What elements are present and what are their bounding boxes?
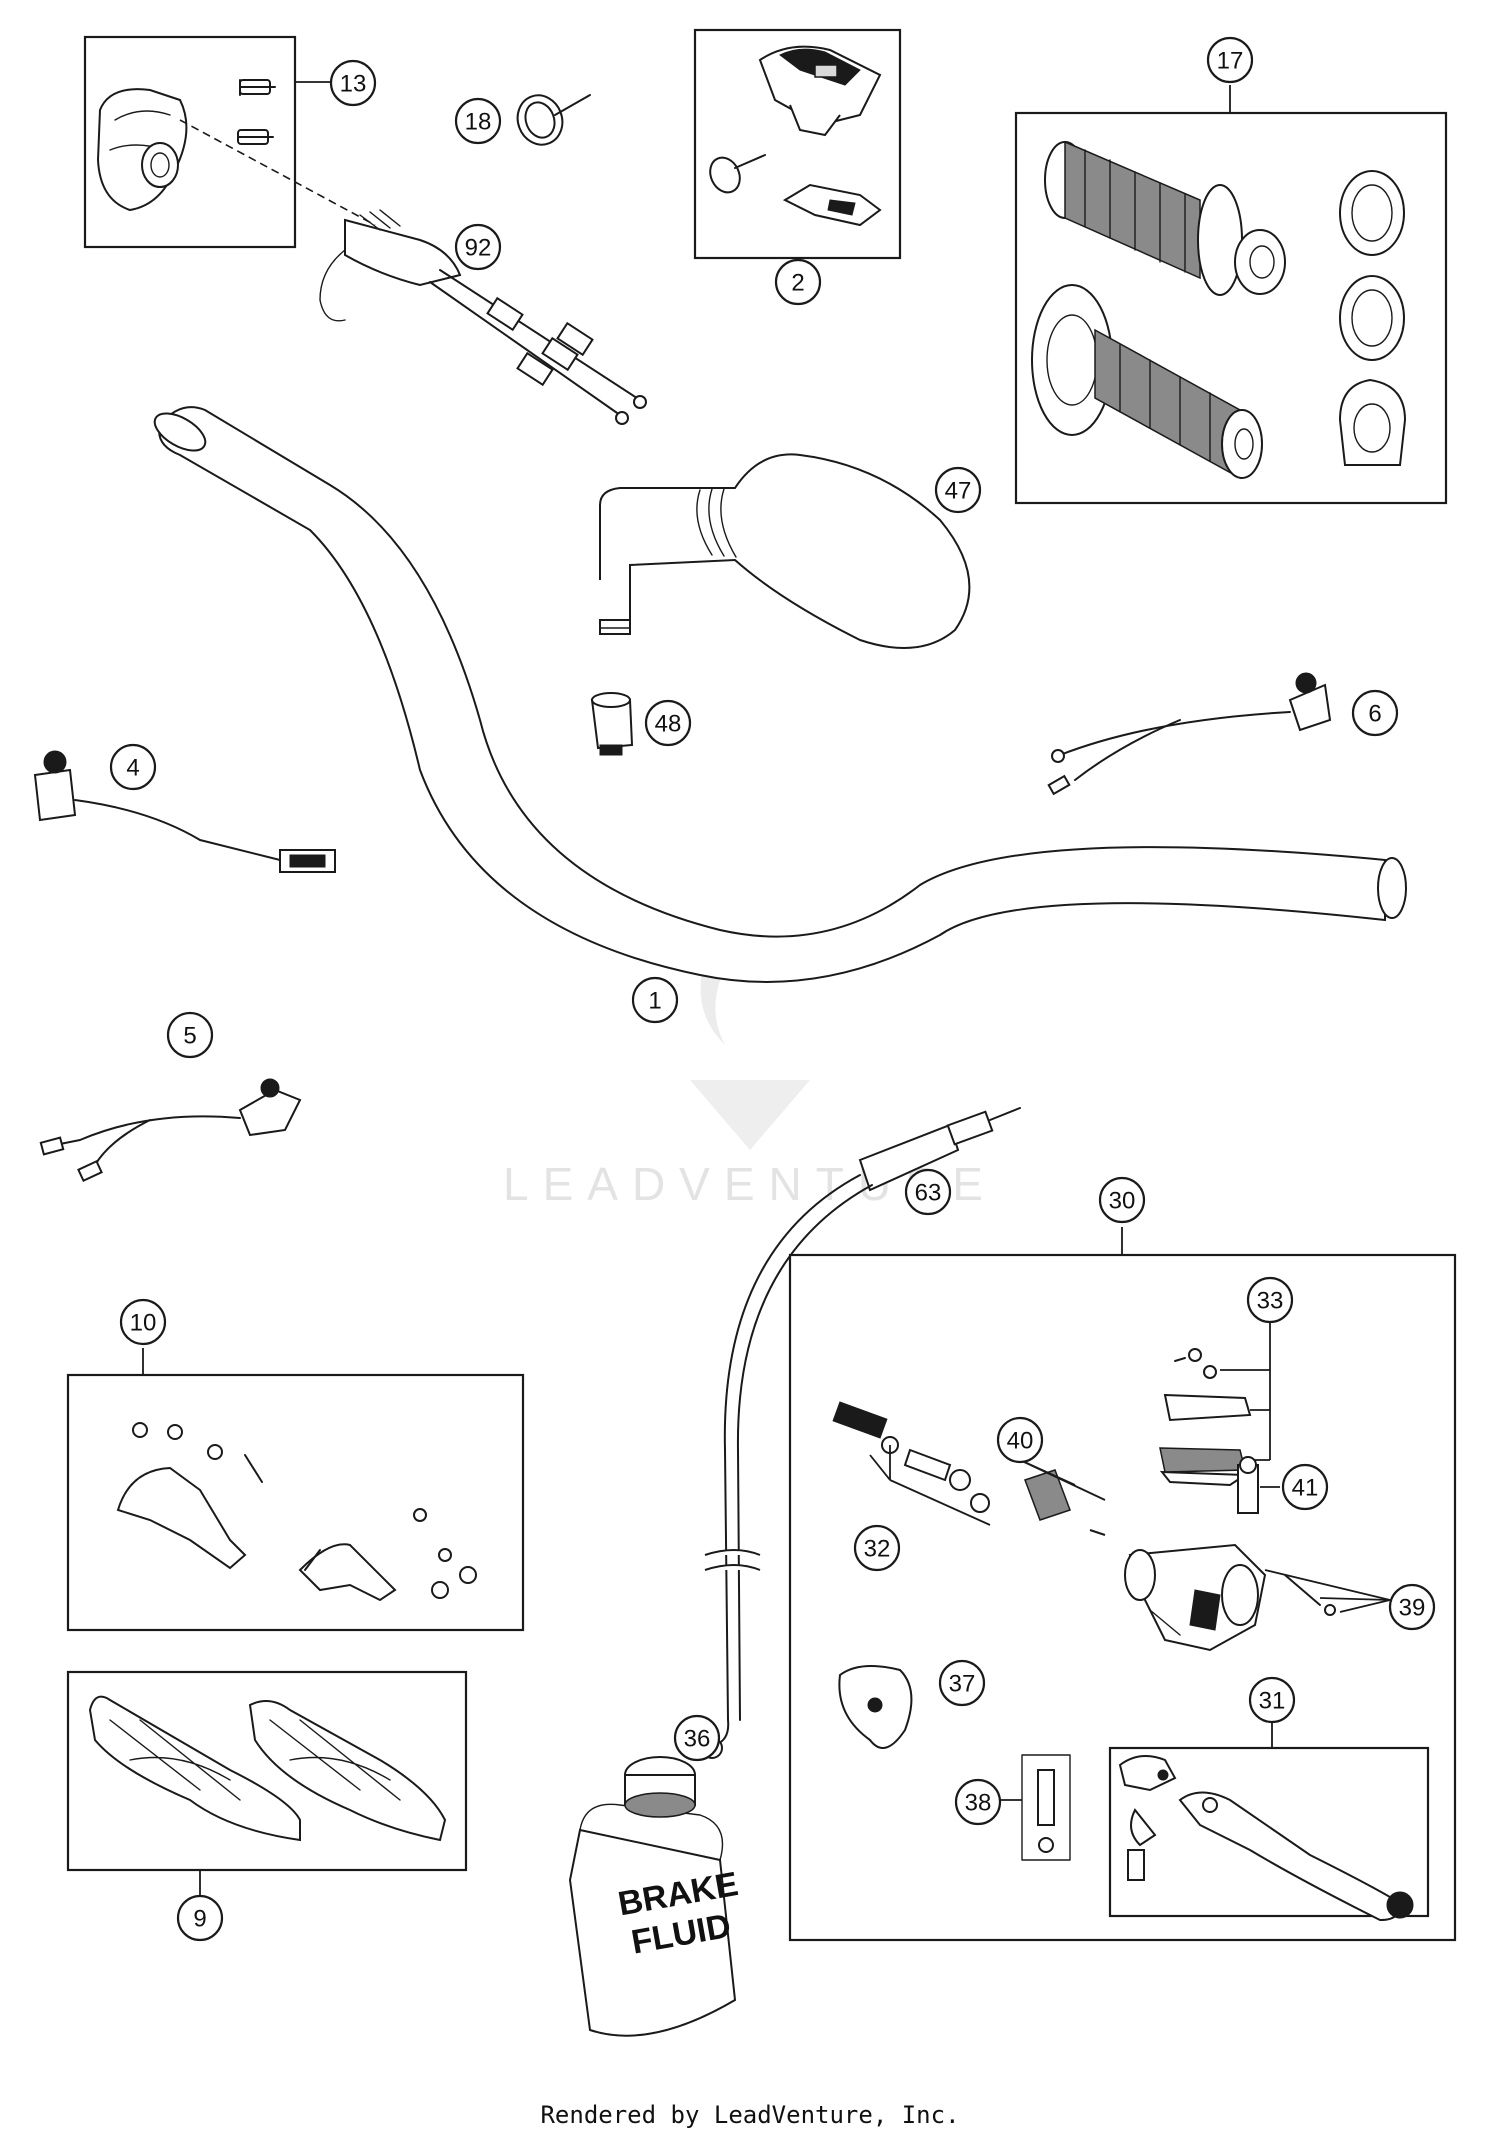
box-9-group [66, 1670, 468, 1872]
callout-5: 5 [166, 1011, 214, 1059]
callout-48: 48 [644, 699, 692, 747]
svg-text:40: 40 [1007, 1428, 1034, 1455]
box-30-group [788, 1253, 1457, 1942]
svg-text:33: 33 [1257, 1288, 1284, 1315]
cam-ring-part [1338, 170, 1407, 466]
callout-37: 37 [938, 1659, 986, 1707]
grip-part [1031, 284, 1263, 480]
svg-text:38: 38 [965, 1790, 992, 1817]
handlebar-part [153, 406, 1407, 983]
box-31-group [1108, 1746, 1430, 1922]
brake-line-part [701, 1107, 1021, 1759]
callout-40: 40 [996, 1416, 1044, 1464]
svg-text:92: 92 [465, 235, 492, 262]
callout-31: 31 [1248, 1676, 1296, 1724]
svg-text:10: 10 [130, 1310, 157, 1337]
box-2-group [693, 28, 902, 260]
svg-text:36: 36 [684, 1726, 711, 1753]
mirror-adapter-part [590, 692, 634, 756]
box-17 [1014, 111, 1448, 505]
callout-9: 9 [176, 1894, 224, 1942]
box-17-group [1014, 111, 1448, 505]
callout-39: 39 [1388, 1583, 1436, 1631]
callout-36: 36 [673, 1714, 721, 1762]
box-10-group [66, 1373, 525, 1632]
callout-4: 4 [109, 743, 157, 791]
master-cylinder-part [1124, 1456, 1391, 1652]
callout-38: 38 [954, 1778, 1002, 1826]
svg-text:4: 4 [126, 755, 139, 782]
reservoir-cover-parts [1159, 1348, 1271, 1487]
callout-18: 18 [454, 97, 502, 145]
switch-part [39, 1078, 302, 1182]
grip-part [1044, 140, 1286, 296]
callout-47: 47 [934, 466, 982, 514]
svg-text:48: 48 [655, 711, 682, 738]
box-13 [83, 35, 297, 249]
cap-part [838, 1665, 913, 1749]
callout-1: 1 [631, 976, 679, 1024]
mirror-part [599, 453, 971, 649]
callout-6: 6 [1351, 689, 1399, 737]
pin-part [1000, 1754, 1071, 1861]
svg-text:1: 1 [648, 988, 661, 1015]
switch-part [1047, 672, 1332, 796]
callout-92: 92 [454, 223, 502, 271]
callout-2: 2 [774, 258, 822, 306]
svg-text:18: 18 [465, 109, 492, 136]
piston-parts [832, 1401, 1106, 1536]
svg-text:31: 31 [1259, 1688, 1286, 1715]
box-30 [788, 1253, 1457, 1942]
callout-63: 63 [904, 1168, 952, 1216]
callout-30: 30 [1098, 1176, 1146, 1224]
throttle-housing-group [83, 35, 647, 425]
svg-text:30: 30 [1109, 1188, 1136, 1215]
brake-fluid-can: BRAKE FLUID [568, 1756, 741, 2037]
svg-text:17: 17 [1217, 48, 1244, 75]
svg-text:63: 63 [915, 1180, 942, 1207]
callout-17: 17 [1206, 36, 1254, 84]
switch-part [33, 750, 336, 873]
callout-13: 13 [329, 59, 377, 107]
svg-text:13: 13 [340, 71, 367, 98]
svg-text:47: 47 [945, 478, 972, 505]
box-9 [66, 1670, 468, 1872]
box-31 [1108, 1746, 1430, 1918]
screw-part [237, 79, 276, 145]
box-10 [66, 1373, 525, 1632]
cable-tie-part [516, 94, 591, 146]
svg-text:9: 9 [193, 1906, 206, 1933]
svg-text:41: 41 [1292, 1475, 1319, 1502]
callout-10: 10 [119, 1298, 167, 1346]
svg-text:37: 37 [949, 1671, 976, 1698]
svg-text:6: 6 [1368, 701, 1381, 728]
throttle-tube-part [344, 218, 462, 287]
svg-text:39: 39 [1399, 1595, 1426, 1622]
svg-text:2: 2 [791, 270, 804, 297]
callout-32: 32 [853, 1524, 901, 1572]
svg-text:32: 32 [864, 1536, 891, 1563]
callout-33: 33 [1246, 1276, 1294, 1324]
footer-text: Rendered by LeadVenture, Inc. [540, 2101, 959, 2129]
svg-text:5: 5 [183, 1023, 196, 1050]
callout-41: 41 [1281, 1463, 1329, 1511]
